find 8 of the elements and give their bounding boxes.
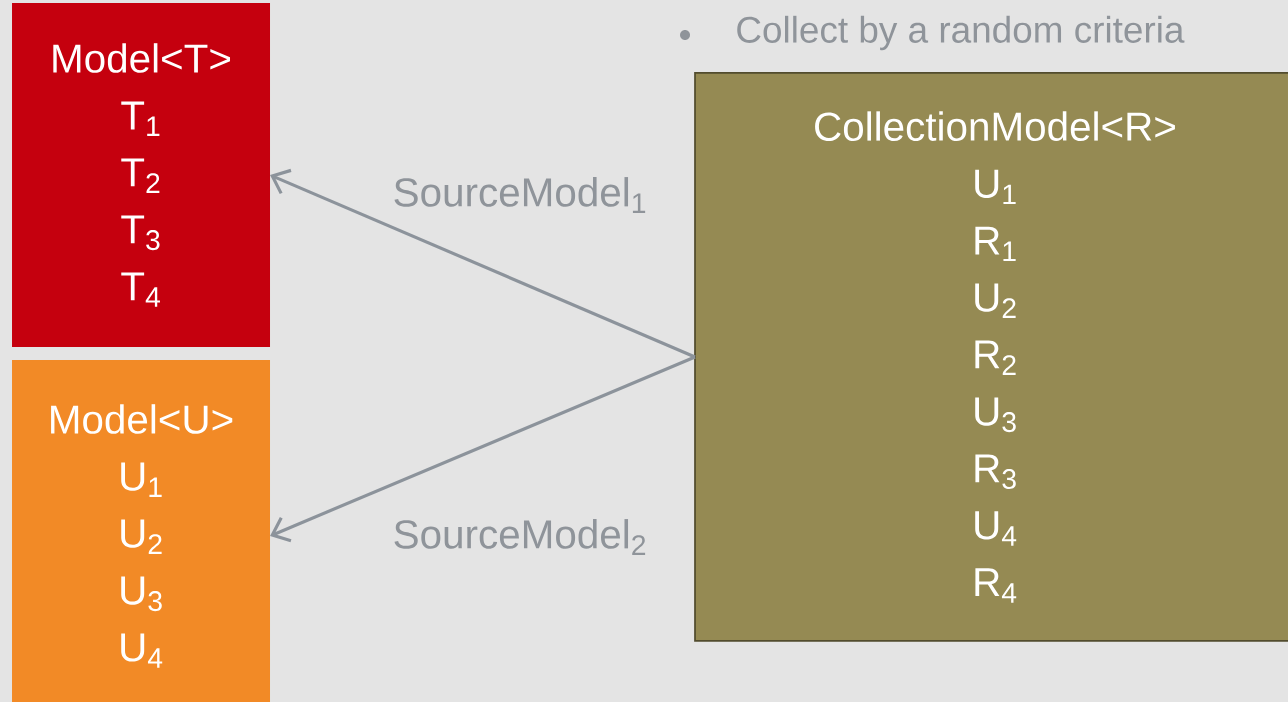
edge-label: SourceModel$_{1}$: [394, 177, 646, 213]
arrow: [270, 168, 696, 359]
bullet-item: Collect by a random criteria: [680, 15, 1185, 51]
edge-label: SourceModel$_{2}$: [394, 519, 646, 555]
arrow: [270, 355, 696, 543]
class-box: Model<U> U$_{1}$ U$_{2}$ U$_{3}$ U$_{4}$: [12, 360, 270, 702]
class-box: Model<T> T$_{1}$ T$_{2}$ T$_{3}$ T$_{4}$: [12, 3, 270, 347]
class-box: CollectionModel<R> U$_{1}$ R$_{1}$ U$_{2}$ R$_{2}$ U$_{3}$ R$_{3}$ U$_{4}$ R$_{4}$: [694, 72, 1288, 642]
